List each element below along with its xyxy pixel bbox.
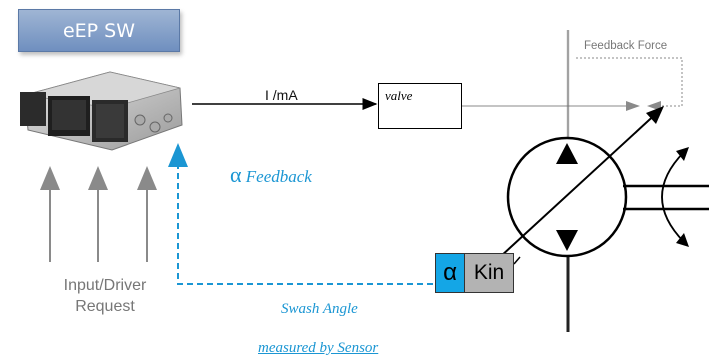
valve-output-arrowhead [626, 101, 640, 111]
valve-label: valve [385, 88, 413, 103]
alpha-feedback-label: α Feedback [230, 162, 312, 188]
ecu-controller-image [20, 71, 183, 151]
rotation-arrowhead-bottom [676, 233, 689, 247]
swash-sensor-label: measured by Sensor [258, 340, 379, 356]
input-request-line1: Input/Driver [63, 277, 147, 294]
alpha-feedback-text: Feedback [245, 167, 312, 186]
feedback-force-arrowhead [647, 101, 661, 111]
valve-block: valve [378, 83, 462, 129]
pump-swash-diagonal [499, 109, 661, 258]
input-arrows [40, 166, 157, 262]
swash-angle-label: Swash Angle [281, 301, 358, 317]
sensor-feedback-dashed-line [168, 143, 433, 285]
input-request-line2: Request [75, 298, 135, 315]
sensor-alpha-block: α [435, 253, 465, 293]
sensor-kin-block: Kin [465, 253, 514, 293]
software-label-box: eEP SW [18, 9, 180, 52]
sensor-alpha-symbol: α [443, 259, 457, 286]
pump-flow-down-triangle [556, 230, 578, 251]
alpha-symbol: α [230, 162, 242, 187]
software-label: eEP SW [62, 19, 136, 42]
sensor-kin-label: Kin [473, 261, 505, 284]
rotation-arc [661, 151, 685, 243]
feedback-force-lines [576, 57, 683, 107]
feedback-force-label: Feedback Force [584, 40, 668, 52]
current-signal-label: I /mA [265, 87, 298, 103]
pump-flow-up-triangle [556, 143, 578, 164]
sensor-pump-link [513, 256, 521, 265]
input-request-label: Input/Driver Request [40, 275, 170, 317]
pump-swash-arrowhead [646, 106, 664, 124]
rotation-arrowhead-top [676, 147, 689, 161]
